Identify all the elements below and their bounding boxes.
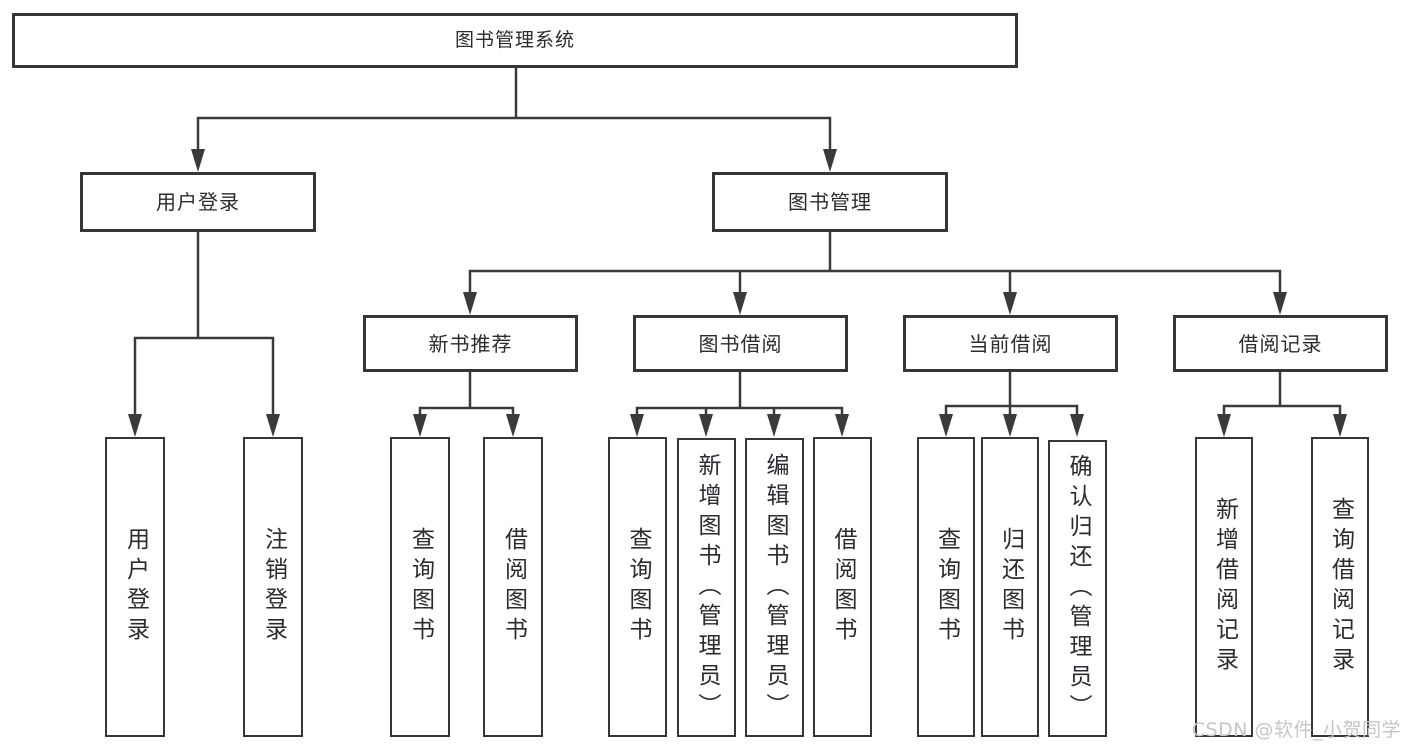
- arrowhead-icon: [835, 414, 849, 437]
- arrowhead-icon: [266, 414, 280, 437]
- arrowhead-icon: [1333, 414, 1347, 437]
- leaf-query-books-1: 查询图书: [390, 437, 450, 737]
- leaf-borrow-books-2: 借阅图书: [813, 437, 872, 737]
- arrowhead-icon: [733, 292, 747, 315]
- node-current-borrow: 当前借阅: [903, 315, 1118, 372]
- leaf-confirm-return-admin: 确认归还（管理员）: [1048, 440, 1107, 737]
- connector-userlogin-spine: [133, 230, 275, 419]
- node-book-management: 图书管理: [712, 172, 948, 232]
- arrowhead-icon: [128, 414, 142, 437]
- arrowhead-icon: [823, 149, 837, 172]
- connector-borrow-spine: [635, 370, 844, 419]
- arrowhead-icon: [1217, 414, 1231, 437]
- leaf-logout: 注销登录: [243, 437, 303, 737]
- arrowhead-icon: [1003, 292, 1017, 315]
- arrowhead-icon: [413, 414, 427, 437]
- connector-current-spine: [944, 370, 1079, 419]
- node-user-login: 用户登录: [80, 172, 316, 232]
- arrowhead-icon: [1070, 414, 1084, 437]
- arrowhead-icon: [506, 414, 520, 437]
- arrowhead-icon: [939, 414, 953, 437]
- leaf-query-books-2: 查询图书: [608, 437, 667, 737]
- connector-root-spine: [196, 66, 832, 154]
- connector-newbook-spine: [418, 370, 515, 419]
- leaf-add-books-admin: 新增图书（管理员）: [677, 438, 736, 737]
- arrowhead-icon: [1273, 292, 1287, 315]
- node-new-book-recommend: 新书推荐: [363, 315, 578, 372]
- arrowhead-icon: [191, 149, 205, 172]
- arrowhead-icon: [699, 414, 713, 437]
- leaf-borrow-books-1: 借阅图书: [483, 437, 543, 737]
- leaf-return-books: 归还图书: [981, 437, 1039, 737]
- node-borrow-record: 借阅记录: [1173, 315, 1388, 372]
- arrowhead-icon: [767, 414, 781, 437]
- arrowhead-icon: [630, 414, 644, 437]
- node-library-management-system: 图书管理系统: [12, 13, 1018, 68]
- connector-bookmgmt-spine: [468, 230, 1282, 297]
- node-book-borrow: 图书借阅: [633, 315, 848, 372]
- leaf-add-borrow-record: 新增借阅记录: [1195, 437, 1253, 737]
- leaf-edit-books-admin: 编辑图书（管理员）: [745, 438, 804, 737]
- arrowhead-icon: [463, 292, 477, 315]
- csdn-watermark: CSDN @软件_小贺同学: [1191, 719, 1401, 741]
- arrowhead-icons: [128, 149, 1347, 437]
- leaf-user-login: 用户登录: [105, 437, 165, 737]
- connector-record-spine: [1222, 370, 1342, 419]
- leaf-query-borrow-record: 查询借阅记录: [1311, 437, 1369, 737]
- arrowhead-icon: [1003, 414, 1017, 437]
- leaf-query-books-3: 查询图书: [917, 437, 975, 737]
